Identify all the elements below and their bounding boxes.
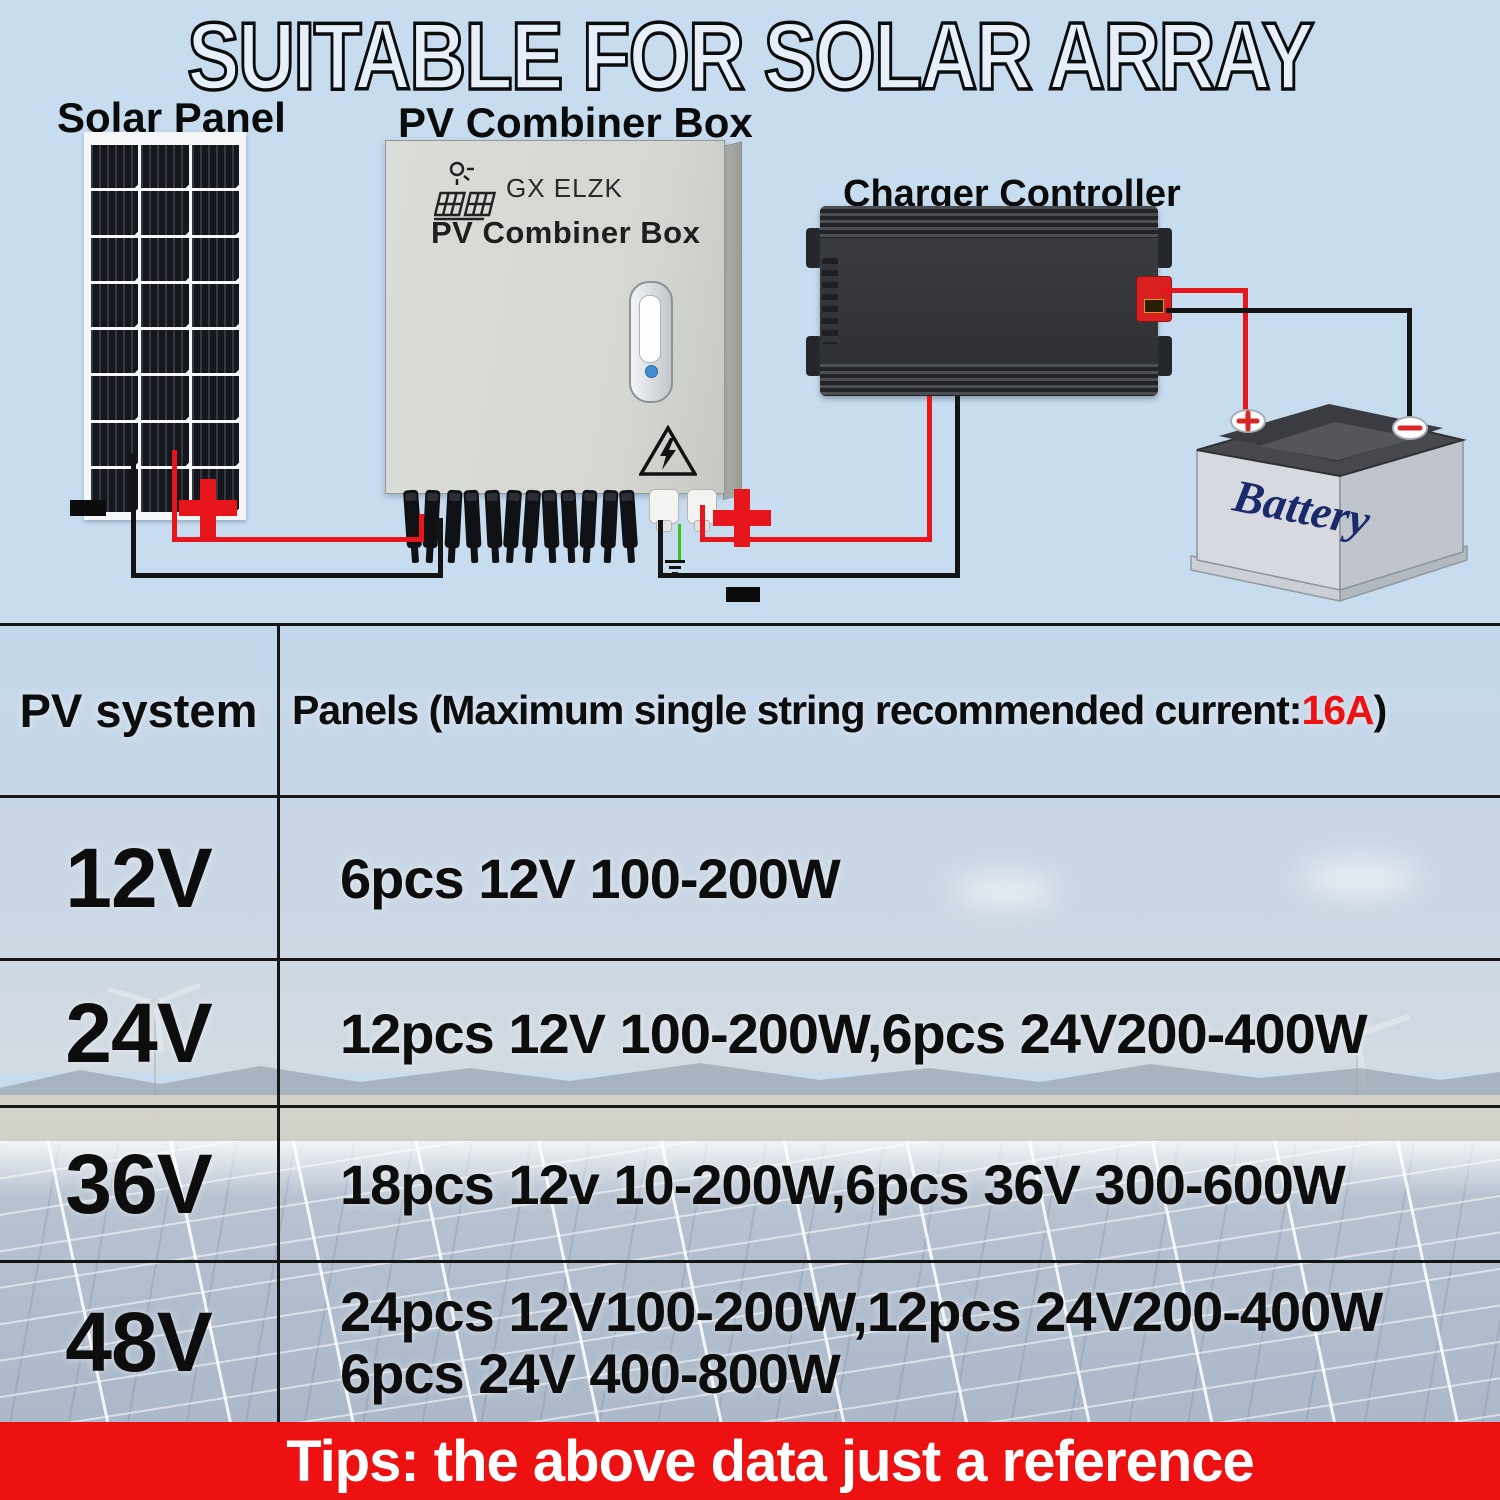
sky <box>0 623 1500 1073</box>
table-line <box>0 623 1500 626</box>
mc4-connector-pair <box>484 489 523 576</box>
combiner-box-label: PV Combiner Box <box>398 99 753 146</box>
wire-negative <box>1166 308 1412 313</box>
mc4-connector-pair <box>521 489 560 576</box>
wire-positive <box>1243 288 1248 412</box>
mc4-connector-pair <box>600 489 639 576</box>
row-12v-panels: 6pcs 12V 100-200W <box>340 846 841 910</box>
page-title: SUITABLE FOR SOLAR ARRAY <box>186 1 1316 112</box>
row-48v-system: 48V <box>65 1295 212 1389</box>
mount-tab <box>1156 228 1172 268</box>
mount-tab <box>806 336 822 376</box>
header-panels: Panels (Maximum single string recommende… <box>292 626 1492 795</box>
wire-positive <box>700 505 705 542</box>
combiner-box-image: GX ELZK PV Combiner Box <box>385 140 725 494</box>
header-panels-suffix: ) <box>1373 687 1388 733</box>
table-line <box>0 1105 1500 1108</box>
charge-controller-image <box>820 206 1158 396</box>
row-36v-system: 36V <box>65 1136 212 1231</box>
row-48v-panels-line2: 6pcs 24V 400-800W <box>340 1341 841 1405</box>
header-current-value: 16A <box>1301 687 1374 733</box>
wire-negative <box>131 573 443 578</box>
cloud <box>950 873 1060 909</box>
wire-negative <box>658 573 960 578</box>
lock-icon <box>645 365 658 378</box>
row-24v-panels: 12pcs 12V 100-200W,6pcs 24V200-400W <box>340 1001 1368 1065</box>
wire-positive <box>1162 288 1248 293</box>
wire-positive <box>927 396 932 542</box>
row-24v-system: 24V <box>65 985 212 1080</box>
mc4-connector-pair <box>560 489 598 576</box>
earth-wire <box>678 524 681 562</box>
wire-positive <box>172 537 424 542</box>
mount-tab <box>1156 336 1172 376</box>
wire-negative <box>438 518 443 578</box>
wire-negative <box>1407 308 1412 430</box>
solar-panel-cells <box>91 145 239 512</box>
row-12v-system: 12V <box>65 830 212 925</box>
solar-panel-image <box>84 132 246 520</box>
cloud <box>1300 858 1420 898</box>
minus-symbol <box>726 587 760 602</box>
high-voltage-triangle-icon <box>639 425 697 476</box>
sun-solar-panel-icon <box>434 161 497 221</box>
mount-tab <box>806 228 822 268</box>
vent <box>822 258 838 344</box>
row-36v-panels: 18pcs 12v 10-200W,6pcs 36V 300-600W <box>340 1152 1346 1216</box>
plus-symbol <box>179 479 237 537</box>
wire-negative <box>955 396 960 578</box>
tips-banner: Tips: the above data just a reference <box>0 1422 1500 1500</box>
mc4-connector-pair <box>444 489 482 576</box>
tips-text: Tips: the above data just a reference <box>286 1428 1255 1494</box>
door-handle <box>629 281 673 403</box>
minus-symbol <box>70 500 106 516</box>
table-line <box>0 795 1500 798</box>
table-line <box>0 958 1500 961</box>
header-pv-system: PV system <box>19 684 258 737</box>
wire-negative <box>658 520 663 578</box>
row-48v-panels-line1: 24pcs 12V100-200W,12pcs 24V200-400W <box>340 1279 1383 1343</box>
cable-gland <box>649 489 679 532</box>
wire-positive <box>172 450 177 542</box>
plus-symbol <box>713 489 771 547</box>
controller-terminal <box>1136 276 1172 322</box>
mountains <box>0 1063 1500 1103</box>
header-panels-prefix: Panels (Maximum single string recommende… <box>292 687 1302 733</box>
wire-negative <box>131 453 136 578</box>
wire-positive <box>419 514 424 542</box>
combiner-box-side <box>723 141 742 501</box>
table-divider <box>277 623 280 1422</box>
row-48v-panels: 24pcs 12V100-200W,12pcs 24V200-400W 6pcs… <box>340 1263 1490 1422</box>
wire-positive <box>700 537 932 542</box>
table-line <box>0 1260 1500 1263</box>
brand-text: GX ELZK <box>506 173 623 203</box>
box-name-text: PV Combiner Box <box>431 215 701 250</box>
battery-image: Battery <box>1190 404 1468 603</box>
